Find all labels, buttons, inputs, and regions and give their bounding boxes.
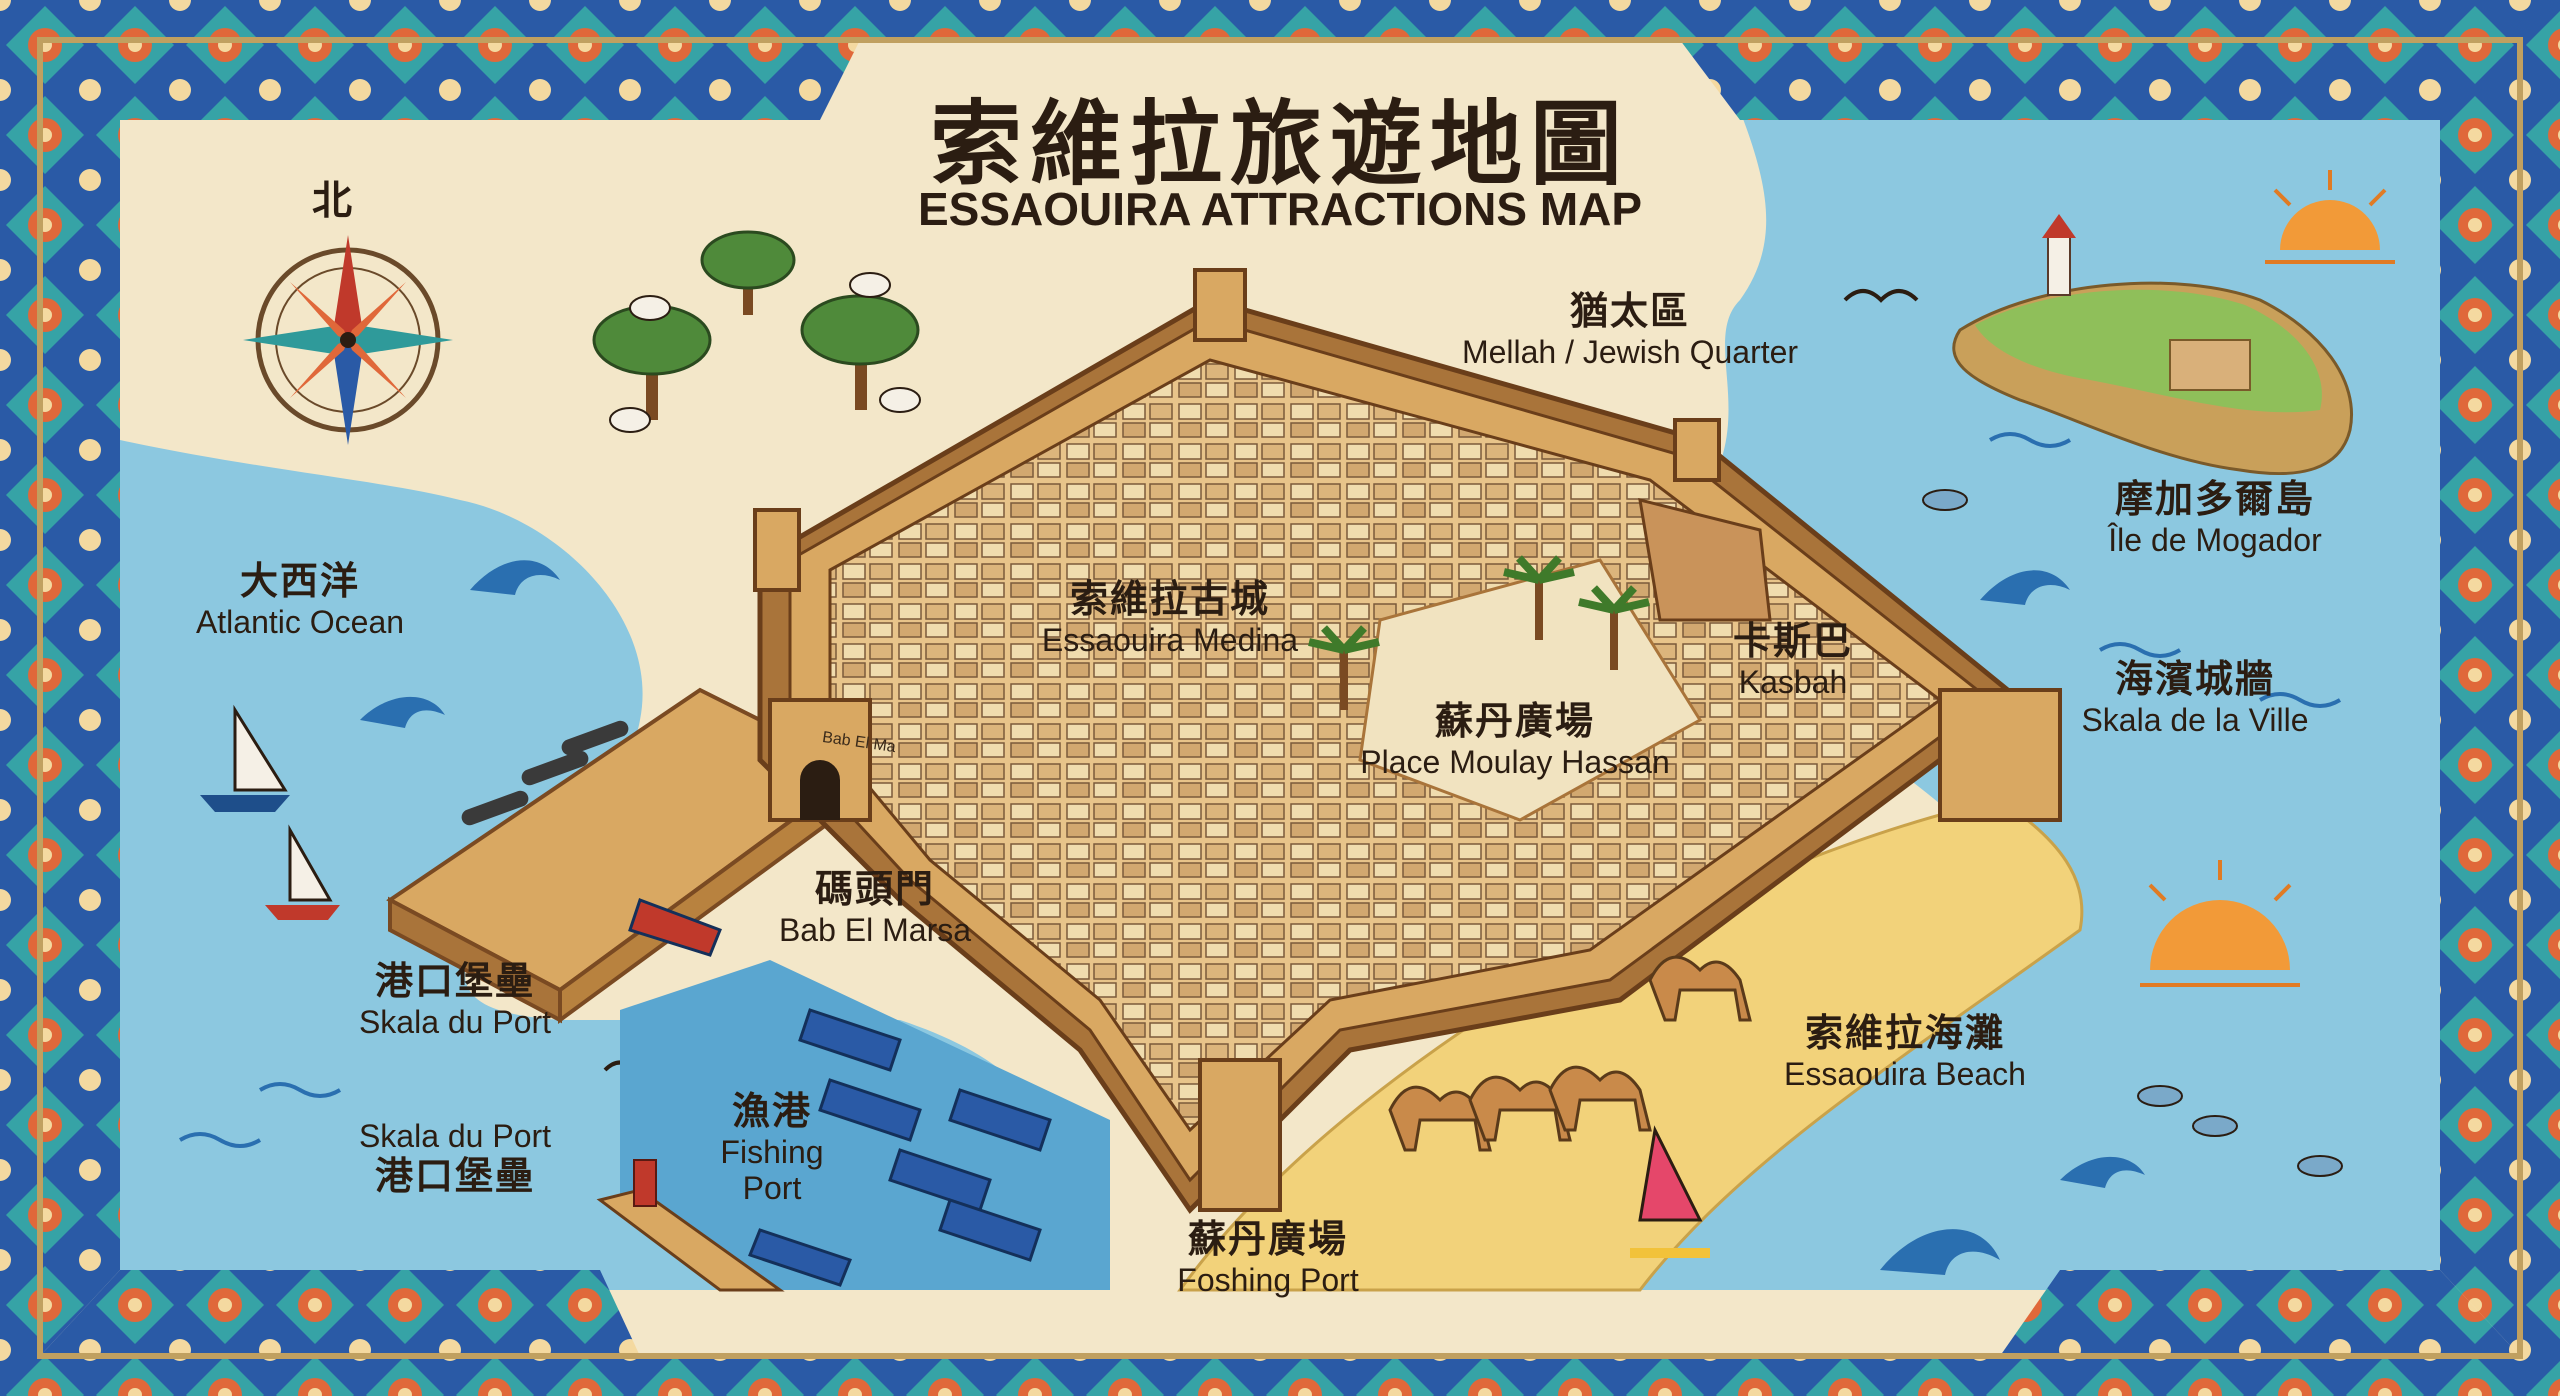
label-atlantic-ocean[interactable]: 大西洋 Atlantic Ocean: [195, 559, 405, 640]
goat-icon: [609, 272, 921, 433]
label-bab-el-marsa[interactable]: 碼頭門 Bab El Marsa: [778, 867, 972, 948]
label-en: Atlantic Ocean: [195, 603, 405, 640]
sailboat-icon: [200, 704, 290, 812]
label-en: Essaouira Beach: [1784, 1055, 2026, 1092]
medina-walls: [757, 297, 2025, 1214]
fishing-boat-icon: [628, 898, 1052, 1287]
label-zh: 碼頭門: [814, 867, 936, 911]
cannon-icon: [461, 720, 629, 826]
label-en-line2: Port: [742, 1170, 802, 1207]
label-ile-de-mogador[interactable]: 摩加多爾島 Île de Mogador: [2108, 477, 2322, 558]
label-essaouira-beach[interactable]: 索維拉海灘 Essaouira Beach: [1784, 1011, 2026, 1092]
label-zh: 索維拉海灘: [1804, 1011, 2006, 1055]
fish-icon: [1922, 489, 2343, 1177]
windsurfer-icon: [1630, 1125, 1710, 1258]
tower-icon: [753, 268, 2062, 1212]
label-en: Essaouira Medina: [1041, 621, 1299, 658]
label-en-line1: Fishing: [720, 1133, 824, 1170]
label-foshing-port[interactable]: 蘇丹廣場 Foshing Port: [1177, 1217, 1359, 1298]
lighthouse-icon: [2047, 234, 2071, 296]
label-en: Foshing Port: [1177, 1261, 1359, 1298]
label-zh: 卡斯巴: [1732, 619, 1854, 663]
harbor-lighthouse-icon: [633, 1159, 657, 1207]
label-zh: 猶太區: [1569, 289, 1690, 333]
label-en: Mellah / Jewish Quarter: [1461, 333, 1799, 370]
label-en: Skala de la Ville: [2081, 701, 2309, 738]
label-zh: 港口堡壘: [374, 1153, 536, 1198]
jetty: [596, 1188, 785, 1292]
label-en: Skala du Port: [358, 1118, 552, 1154]
label-zh: 大西洋: [239, 559, 361, 603]
compass-north-label: 北: [312, 178, 352, 224]
label-place-moulay-hassan[interactable]: 蘇丹廣場 Place Moulay Hassan: [1360, 699, 1670, 780]
label-en: Kasbah: [1738, 663, 1848, 700]
label-skala-du-port-secondary[interactable]: Skala du Port 港口堡壘: [359, 1118, 551, 1198]
label-zh: 索維拉古城: [1069, 577, 1271, 621]
label-kasbah[interactable]: 卡斯巴 Kasbah: [1732, 619, 1854, 700]
sun-icon: [2265, 170, 2395, 264]
label-zh: 港口堡壘: [374, 959, 536, 1003]
label-skala-du-port[interactable]: 港口堡壘 Skala du Port: [358, 959, 552, 1040]
label-zh: 摩加多爾島: [2114, 477, 2315, 521]
compass-rose-icon: [243, 235, 453, 445]
wave-icon: [360, 560, 2145, 1275]
sailboat-icon: [265, 824, 340, 920]
label-en: Bab El Marsa: [778, 911, 972, 948]
gate-bab-el-marsa: [768, 698, 872, 822]
label-mellah[interactable]: 猶太區 Mellah / Jewish Quarter: [1461, 289, 1799, 370]
label-zh: 蘇丹廣場: [1187, 1217, 1349, 1261]
sun-icon: [2140, 860, 2300, 987]
mogador-island: [1952, 214, 2353, 476]
label-en: Place Moulay Hassan: [1360, 743, 1670, 780]
label-fishing-port[interactable]: 漁港 Fishing Port: [720, 1089, 824, 1207]
palm-tree-icon: [1308, 555, 1650, 710]
map-title-en: ESSAOUIRA ATTRACTIONS MAP: [917, 183, 1643, 235]
label-zh: 蘇丹廣場: [1434, 699, 1596, 743]
label-en: Île de Mogador: [2108, 521, 2322, 558]
label-zh: 漁港: [731, 1089, 812, 1133]
map-title-zh: 索維拉旅遊地圖: [929, 91, 1631, 198]
label-essaouira-medina[interactable]: 索維拉古城 Essaouira Medina: [1041, 577, 1299, 658]
label-skala-de-la-ville[interactable]: 海濱城牆 Skala de la Ville: [2081, 657, 2309, 738]
label-zh: 海濱城牆: [2114, 657, 2276, 701]
ripples: [178, 432, 2342, 1148]
camel-icon: [1388, 955, 1752, 1152]
label-en: Skala du Port: [358, 1003, 552, 1040]
